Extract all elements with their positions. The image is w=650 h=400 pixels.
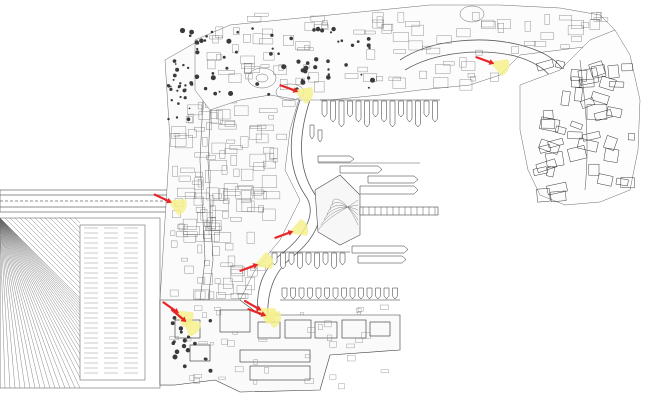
arrow-head bbox=[260, 311, 267, 317]
camera-arrow bbox=[170, 308, 184, 320]
camera-arrow bbox=[153, 193, 169, 202]
marina bbox=[270, 99, 440, 301]
boat bbox=[423, 100, 430, 118]
boat bbox=[364, 100, 370, 128]
south-building bbox=[239, 349, 311, 363]
boat bbox=[339, 252, 346, 266]
camera-arrow bbox=[239, 264, 255, 272]
view-cone bbox=[261, 311, 282, 328]
camera-arrow-icon bbox=[279, 84, 314, 104]
boat bbox=[355, 100, 362, 123]
boat bbox=[307, 287, 313, 300]
boat bbox=[288, 252, 295, 266]
camera-viewpoints bbox=[153, 56, 510, 337]
boat bbox=[432, 100, 438, 123]
boat bbox=[383, 287, 390, 300]
view-cone bbox=[182, 318, 201, 337]
boat bbox=[415, 100, 421, 128]
view-cone bbox=[489, 59, 510, 76]
arrow-head bbox=[287, 230, 294, 236]
boat bbox=[297, 252, 303, 270]
south-buildings bbox=[159, 299, 401, 393]
boat bbox=[280, 252, 286, 270]
south-building bbox=[369, 321, 391, 337]
boat bbox=[324, 287, 330, 300]
boat bbox=[351, 245, 409, 254]
view-cone bbox=[288, 219, 309, 236]
boat bbox=[347, 100, 353, 118]
boat bbox=[332, 287, 339, 300]
plaza-circle bbox=[459, 5, 485, 23]
arrow-head bbox=[180, 316, 187, 323]
arrow-head bbox=[255, 305, 262, 311]
boat bbox=[375, 287, 381, 300]
south-building bbox=[189, 344, 211, 362]
boat bbox=[290, 287, 296, 300]
boat bbox=[331, 252, 337, 270]
north-development bbox=[166, 4, 618, 121]
south-building bbox=[249, 365, 311, 381]
camera-arrow bbox=[162, 301, 177, 312]
boat bbox=[322, 252, 329, 266]
east-peninsula bbox=[519, 29, 641, 206]
vegetation-trees bbox=[166, 26, 375, 121]
boat bbox=[392, 287, 398, 300]
boat bbox=[381, 100, 387, 123]
boat bbox=[359, 185, 419, 195]
arrow-head bbox=[252, 263, 259, 269]
boat bbox=[358, 287, 364, 300]
camera-arrow-icon bbox=[274, 219, 309, 239]
view-cone bbox=[167, 199, 187, 216]
roundabout bbox=[247, 67, 277, 89]
camera-arrow-icon bbox=[239, 252, 274, 272]
camera-arrow bbox=[279, 84, 295, 92]
boat bbox=[406, 100, 413, 123]
boat bbox=[315, 287, 322, 300]
camera-arrow bbox=[475, 56, 491, 64]
boat bbox=[398, 100, 404, 118]
camera-arrow-icon bbox=[475, 56, 510, 76]
boat bbox=[341, 287, 347, 300]
boat bbox=[317, 155, 355, 163]
camera-arrow bbox=[247, 308, 263, 316]
view-cone bbox=[253, 252, 274, 269]
boat bbox=[305, 252, 312, 266]
boat bbox=[389, 100, 396, 128]
camera-arrow-icon bbox=[247, 308, 282, 328]
boat bbox=[314, 252, 320, 270]
arrow-head bbox=[292, 87, 299, 93]
boat bbox=[281, 287, 288, 300]
south-building bbox=[341, 319, 367, 339]
boat bbox=[339, 165, 383, 174]
camera-arrow bbox=[243, 299, 259, 310]
marina-building bbox=[314, 174, 361, 246]
boat bbox=[330, 100, 336, 123]
left-parking-block bbox=[0, 217, 161, 389]
boat bbox=[372, 100, 379, 118]
camera-arrow bbox=[274, 231, 290, 239]
arrow-head bbox=[488, 59, 495, 65]
boat bbox=[309, 124, 315, 140]
camera-arrow-icon bbox=[153, 193, 187, 216]
view-cone bbox=[293, 87, 314, 104]
boat bbox=[366, 287, 373, 300]
south-building bbox=[284, 319, 312, 339]
boat bbox=[367, 175, 419, 184]
boat bbox=[298, 287, 305, 300]
boat bbox=[317, 129, 323, 143]
camera-arrow-icon bbox=[170, 308, 201, 337]
arrow-head bbox=[166, 197, 172, 204]
boat bbox=[349, 287, 356, 300]
boat bbox=[357, 255, 407, 264]
boat bbox=[338, 100, 345, 128]
boat bbox=[321, 100, 328, 118]
